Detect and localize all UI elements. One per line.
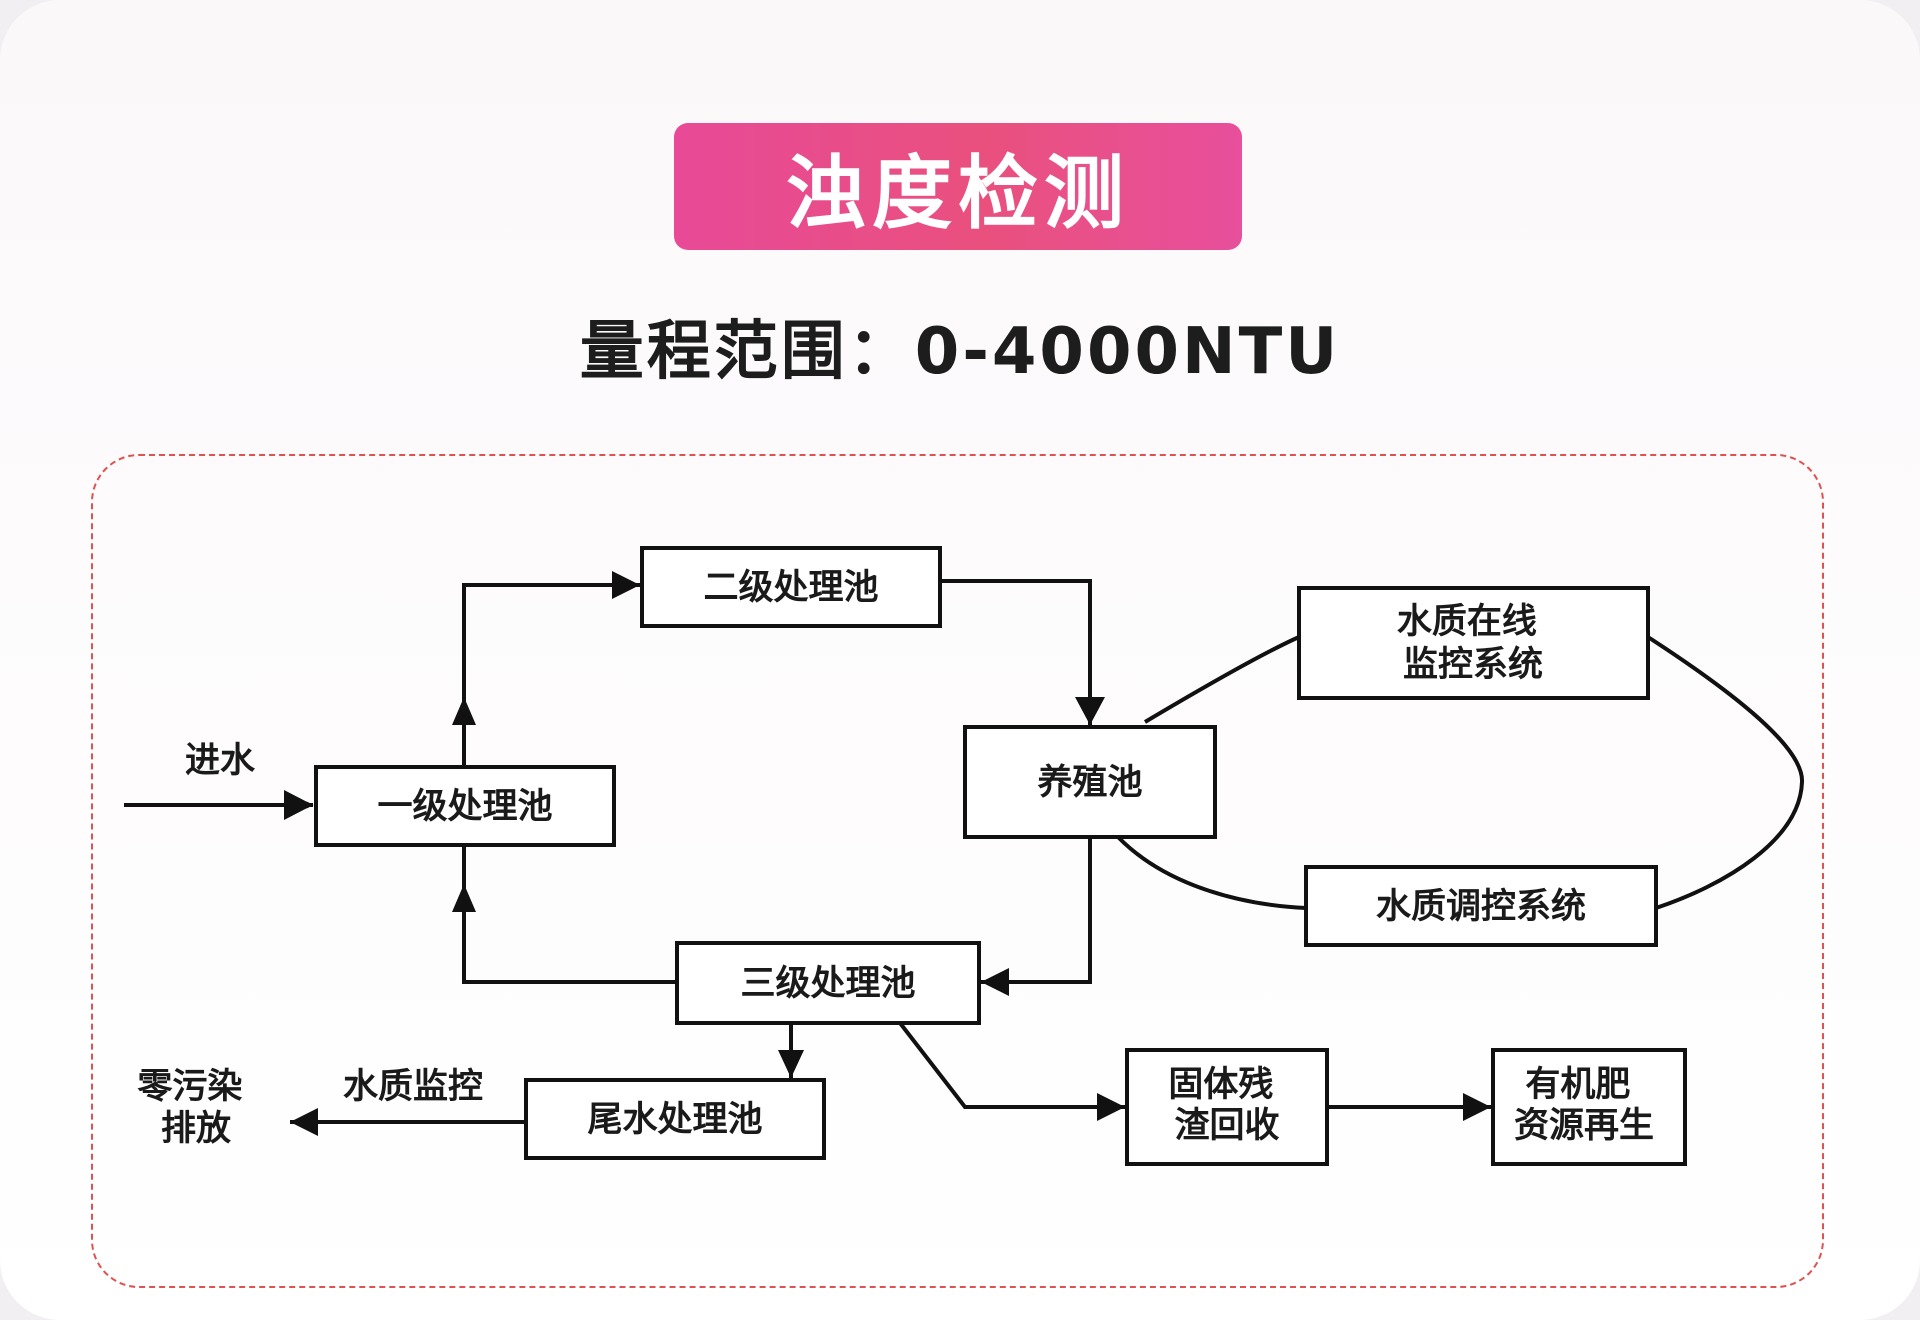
diagram-frame — [91, 454, 1824, 1288]
arrowhead-icon — [1075, 697, 1105, 725]
organic-fertilizer-label: 有机肥 资源再生 — [1514, 1064, 1654, 1146]
tailwater-tank-box — [524, 1078, 826, 1160]
tertiary-tank-label: 三级处理池 — [740, 963, 915, 1004]
node-line: 水质在线 — [1397, 601, 1537, 642]
inlet-label: 进水 — [185, 740, 256, 781]
arrowhead-icon — [284, 790, 313, 820]
tailwater-tank-label: 尾水处理池 — [587, 1099, 762, 1140]
arrowhead-icon — [452, 697, 476, 725]
monitor-loop-curve — [1143, 635, 1300, 724]
node-line: 资源再生 — [1514, 1105, 1654, 1146]
arrowhead-icon — [452, 884, 476, 912]
primary-tank-label: 一级处理池 — [377, 786, 552, 827]
primary-to-secondary-arrow — [462, 583, 640, 767]
arrowhead-icon — [778, 1050, 804, 1078]
node-line: 水质调控系统 — [1376, 886, 1586, 927]
regulation-system-box — [1304, 865, 1658, 947]
node-line: 渣回收 — [1174, 1105, 1279, 1146]
node-line: 有机肥 — [1525, 1064, 1630, 1105]
secondary-tank-label: 二级处理池 — [703, 567, 878, 608]
node-line: 二级处理池 — [703, 567, 878, 608]
arrowhead-icon — [981, 968, 1009, 996]
node-line: 三级处理池 — [740, 963, 915, 1004]
regulation-system-label: 水质调控系统 — [1376, 886, 1586, 927]
monitor-loop-curve — [1116, 835, 1307, 910]
breeding-tank-label: 养殖池 — [1037, 762, 1142, 803]
arrowhead-icon — [1463, 1093, 1491, 1121]
page-title: 浊度检测 — [674, 123, 1242, 250]
water-monitor-label: 水质监控 — [343, 1066, 483, 1107]
tertiary-to-primary-arrow — [462, 845, 677, 984]
solid-residue-box — [1125, 1048, 1329, 1166]
node-line: 监控系统 — [1403, 644, 1543, 685]
secondary-to-breeding-arrow — [940, 579, 1092, 725]
node-line: 固体残 — [1168, 1064, 1273, 1105]
breeding-tank-box — [963, 725, 1217, 839]
tertiary-to-residue-arrow — [898, 1021, 1125, 1109]
organic-fertilizer-box — [1491, 1048, 1687, 1166]
arrowhead-icon — [612, 571, 640, 599]
node-line: 一级处理池 — [377, 786, 552, 827]
arrowhead-icon — [290, 1108, 318, 1136]
monitor-loop-curve — [1646, 635, 1805, 910]
label-line: 排放 — [161, 1108, 231, 1149]
label-line: 进水 — [185, 740, 256, 781]
node-line: 尾水处理池 — [587, 1099, 762, 1140]
arrowhead-icon — [1097, 1093, 1125, 1121]
zero-discharge-label: 零污染 排放 — [137, 1066, 254, 1149]
primary-tank-box — [314, 765, 616, 847]
breeding-to-tertiary-arrow — [981, 837, 1092, 984]
online-monitoring-label: 水质在线 监控系统 — [1397, 601, 1549, 685]
solid-residue-label: 固体残 渣回收 — [1168, 1064, 1285, 1146]
tertiary-tank-box — [675, 941, 981, 1025]
label-line: 水质监控 — [343, 1066, 483, 1107]
online-monitoring-box — [1297, 586, 1650, 700]
measuring-range: 量程范围：0-4000NTU — [579, 315, 1341, 389]
label-line: 零污染 — [137, 1066, 242, 1107]
node-line: 养殖池 — [1037, 762, 1142, 803]
secondary-tank-box — [640, 546, 942, 628]
